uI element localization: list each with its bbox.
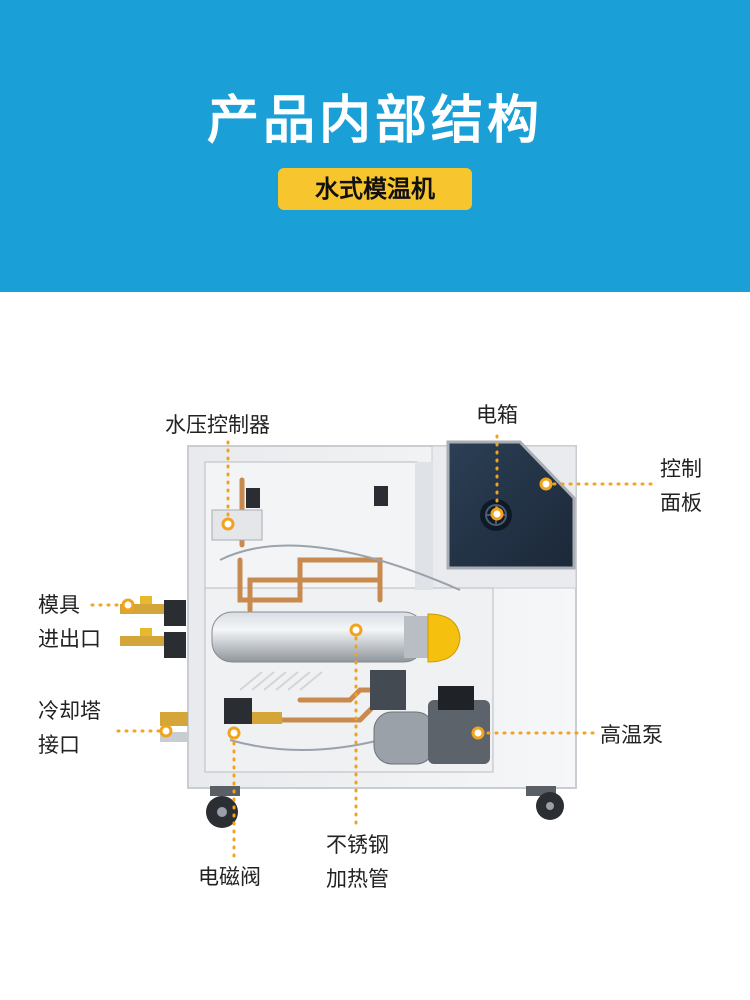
pressure-controller-illustration (211, 486, 388, 541)
label-cooling-tower-line1: 冷却塔 (38, 699, 101, 723)
label-solenoid-valve: 电磁阀 (198, 865, 261, 889)
label-water-pressure-controller: 水压控制器 (165, 413, 270, 437)
label-mold-inlet-outlet-line1: 模具 (38, 593, 80, 617)
callout-dots (121, 477, 553, 740)
label-high-temp-pump: 高温泵 (600, 723, 663, 747)
label-control-panel-line1: 控制 (660, 457, 702, 481)
header-banner: 产品内部结构 水式模温机 (0, 0, 750, 292)
product-badge: 水式模温机 (278, 168, 472, 210)
label-cooling-tower-line2: 接口 (38, 733, 80, 757)
solenoid-valve-illustration (224, 698, 282, 724)
label-control-panel-line2: 面板 (660, 491, 702, 515)
high-temp-pump-illustration (370, 670, 490, 765)
cooling-tower-ports (160, 712, 188, 742)
mold-ports (120, 596, 186, 658)
label-mold-inlet-outlet-line2: 进出口 (38, 627, 101, 651)
label-stainless-heater-line2: 加热管 (326, 867, 389, 891)
label-stainless-heater-line1: 不锈钢 (326, 833, 389, 857)
casters (206, 786, 564, 828)
callout-lines (90, 434, 654, 858)
page-title: 产品内部结构 (206, 91, 543, 151)
control-panel (446, 440, 576, 570)
label-electric-box: 电箱 (476, 403, 518, 427)
heater-tank (211, 611, 461, 663)
